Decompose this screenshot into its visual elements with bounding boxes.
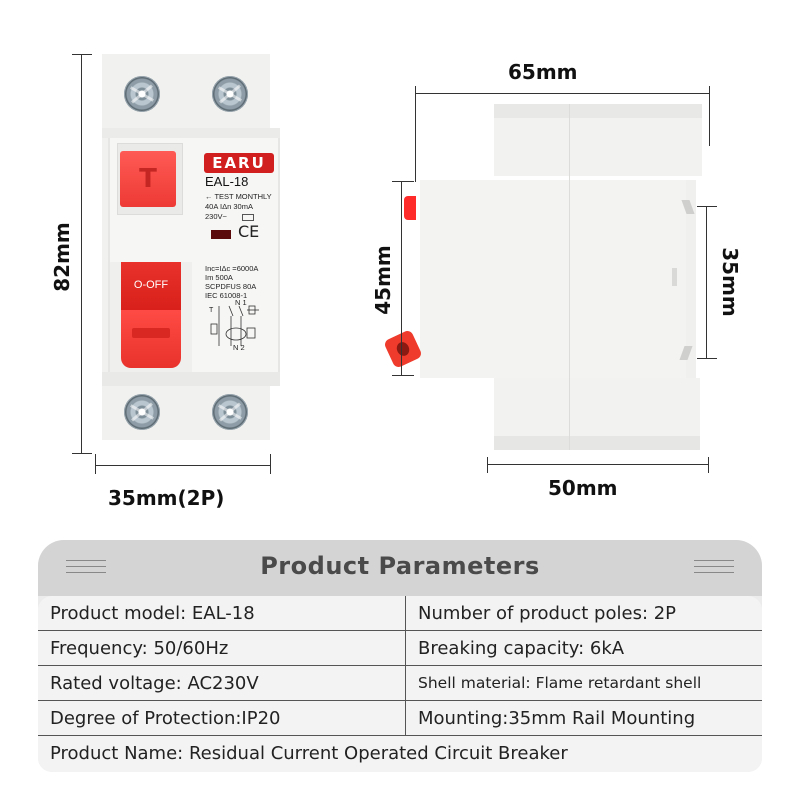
column-divider — [405, 701, 406, 736]
dimension-tick — [487, 457, 488, 473]
switch-lever[interactable]: O-OFF — [121, 262, 181, 310]
side-body-back — [686, 180, 696, 378]
breaker-band-top — [102, 128, 280, 138]
rail-height-dimension-line — [706, 206, 707, 358]
test-button[interactable]: T — [120, 151, 176, 207]
test-button-glyph: T — [139, 164, 157, 194]
dimension-tick — [392, 375, 414, 376]
param-shell-material: Shell material: Flame retardant shell — [418, 674, 702, 692]
rail-slot — [672, 268, 677, 286]
rating-symbol-icon — [242, 214, 254, 221]
model-label: EAL-18 — [205, 174, 249, 189]
side-seam — [569, 104, 570, 450]
side-body-middle — [420, 180, 686, 378]
dimension-tick — [392, 181, 414, 182]
spec-line: SCPDFUS 80A — [205, 282, 257, 291]
dimension-tick — [270, 454, 271, 474]
depth-dimension-line — [415, 93, 710, 94]
param-product-name: Product Name: Residual Current Operated … — [50, 743, 568, 764]
param-protection-degree: Degree of Protection:IP20 — [50, 708, 281, 729]
terminal-screw-icon — [124, 76, 160, 112]
table-title: Product Parameters — [260, 552, 540, 580]
lever-label: O-OFF — [133, 279, 169, 291]
terminal-screw-icon — [212, 394, 248, 430]
table-row: Degree of Protection:IP20 Mounting:35mm … — [38, 701, 762, 736]
param-product-model: Product model: EAL-18 — [50, 603, 255, 624]
spec-line: Im 500A — [205, 273, 233, 282]
diagram-top-label: N 1 — [235, 298, 247, 307]
dimension-tick — [697, 206, 717, 207]
diagram-bottom-label: N 2 — [233, 343, 245, 352]
dimension-tick — [709, 86, 710, 146]
depth-dimension-label: 65mm — [508, 60, 578, 84]
param-breaking-capacity: Breaking capacity: 6kA — [418, 638, 625, 659]
rail-height-dimension-label: 35mm — [718, 247, 742, 317]
product-parameters-table: Product Parameters Product model: EAL-18… — [38, 540, 762, 772]
terminal-screw-icon — [212, 76, 248, 112]
height-dimension-line — [81, 54, 82, 454]
column-divider — [405, 631, 406, 666]
ce-mark: CE — [238, 222, 260, 241]
dimension-tick — [72, 54, 92, 55]
side-switch-lever — [383, 329, 423, 369]
table-row: Frequency: 50/60Hz Breaking capacity: 6k… — [38, 631, 762, 666]
column-divider — [405, 666, 406, 701]
param-frequency: Frequency: 50/60Hz — [50, 638, 229, 659]
base-width-dimension-line — [487, 464, 709, 465]
side-body-bottom — [494, 378, 700, 450]
param-rated-voltage: Rated voltage: AC230V — [50, 673, 259, 694]
front-height-dimension-line — [401, 181, 402, 375]
height-dimension-label: 82mm — [50, 222, 74, 292]
menu-lines-icon — [66, 560, 106, 580]
base-width-dimension-label: 50mm — [548, 476, 618, 500]
dimension-tick — [72, 453, 92, 454]
side-body-top — [494, 104, 702, 176]
table-row: Product model: EAL-18 Number of product … — [38, 596, 762, 631]
param-poles: Number of product poles: 2P — [418, 603, 677, 624]
status-indicator-window — [211, 230, 231, 239]
table-body: Product model: EAL-18 Number of product … — [38, 596, 762, 772]
menu-lines-icon — [694, 560, 734, 580]
svg-text:T: T — [209, 307, 214, 314]
dimension-tick — [415, 86, 416, 182]
column-divider — [405, 596, 406, 631]
table-row: Rated voltage: AC230V Shell material: Fl… — [38, 666, 762, 701]
side-test-button — [404, 196, 416, 220]
test-monthly-label: ← TEST MONTHLY — [205, 192, 272, 201]
spec-line: Inc=IΔc =6000A — [205, 264, 259, 273]
front-height-dimension-label: 45mm — [371, 245, 395, 315]
width-dimension-label: 35mm(2P) — [108, 486, 225, 510]
voltage-label: 230V~ — [205, 212, 227, 221]
wiring-diagram-icon: T — [209, 305, 259, 346]
dimension-tick — [95, 454, 96, 474]
width-dimension-line — [95, 465, 271, 466]
lever-notch — [132, 328, 170, 338]
breaker-band-bottom — [102, 372, 280, 386]
rating-label: 40A IΔn 30mA — [205, 202, 253, 211]
terminal-screw-icon — [124, 394, 160, 430]
table-row: Product Name: Residual Current Operated … — [38, 736, 762, 771]
spec-line: IEC 61008-1 — [205, 291, 248, 300]
brand-logo: EARU — [204, 153, 274, 173]
table-header: Product Parameters — [38, 540, 762, 596]
dimension-tick — [708, 457, 709, 473]
switch-lever-grip[interactable] — [121, 310, 181, 368]
dimension-tick — [697, 358, 717, 359]
param-mounting: Mounting:35mm Rail Mounting — [418, 708, 696, 729]
